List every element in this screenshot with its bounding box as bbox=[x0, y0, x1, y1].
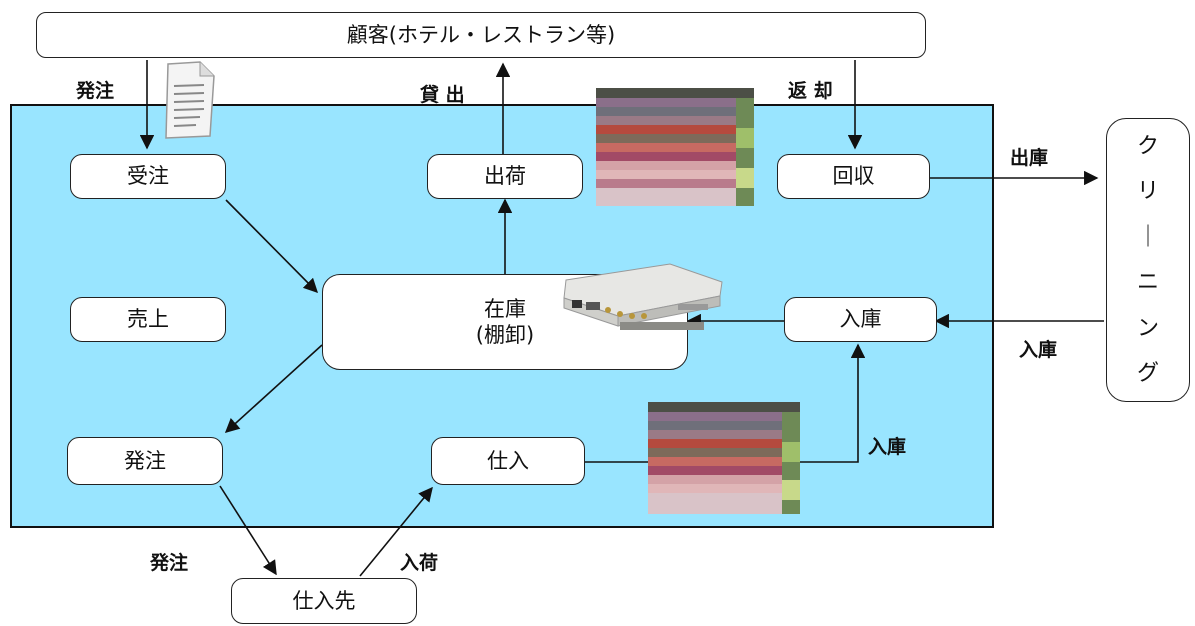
customer-box: 顧客(ホテル・レストラン等) bbox=[36, 12, 926, 58]
label-return: 返 却 bbox=[788, 80, 833, 102]
juchu-box: 受注 bbox=[70, 154, 226, 199]
label-nyuko-inner: 入庫 bbox=[868, 436, 907, 458]
arrow-juchu-to-zaiko bbox=[225, 199, 319, 294]
cleaning-box: クリ ｜ ニング bbox=[1106, 118, 1190, 402]
label-lend: 貸 出 bbox=[420, 84, 465, 106]
juchu-label: 受注 bbox=[127, 164, 169, 189]
folded-linen-photo-bottom bbox=[648, 402, 800, 514]
shukka-box: 出荷 bbox=[427, 154, 583, 199]
shiiresaki-label: 仕入先 bbox=[292, 588, 356, 613]
hatchu-box: 発注 bbox=[67, 437, 223, 485]
cleaning-char: ク bbox=[1136, 133, 1159, 159]
cleaning-label: クリ ｜ ニング bbox=[1137, 133, 1159, 388]
shiire-box: 仕入 bbox=[431, 437, 585, 485]
cleaning-char: グ bbox=[1136, 361, 1159, 386]
uriage-box: 売上 bbox=[70, 297, 226, 342]
label-order-top: 発注 bbox=[76, 80, 115, 102]
zaiko-label: 在庫 bbox=[484, 296, 526, 321]
kaishu-label: 回収 bbox=[832, 164, 875, 189]
cleaning-char: リ bbox=[1136, 179, 1159, 204]
rfid-reader-device bbox=[560, 262, 726, 332]
nyuko-label: 入庫 bbox=[839, 307, 882, 332]
uriage-label: 売上 bbox=[127, 307, 169, 332]
label-order-bottom: 発注 bbox=[150, 552, 189, 574]
label-arrival: 入荷 bbox=[400, 552, 439, 574]
folded-linen-photo-top bbox=[596, 88, 754, 206]
shiire-label: 仕入 bbox=[487, 448, 529, 473]
arrow-zaiko-to-hatchu bbox=[224, 344, 323, 433]
zaiko-sublabel: (棚卸) bbox=[475, 323, 535, 347]
arrow-hatchu-to-shiiresaki bbox=[219, 485, 277, 576]
cleaning-char: ｜ bbox=[1136, 224, 1159, 250]
cleaning-char: ニ bbox=[1136, 270, 1159, 295]
document-icon bbox=[160, 60, 218, 140]
hatchu-label: 発注 bbox=[124, 448, 166, 473]
shukka-label: 出荷 bbox=[484, 164, 526, 189]
cleaning-char: ン bbox=[1136, 315, 1159, 341]
label-shukko: 出庫 bbox=[1010, 147, 1049, 169]
customer-label: 顧客(ホテル・レストラン等) bbox=[346, 22, 616, 47]
kaishu-box: 回収 bbox=[777, 154, 930, 199]
arrow-shiiresaki-to-shiire bbox=[359, 486, 433, 577]
label-nyuko-right: 入庫 bbox=[1019, 339, 1058, 361]
shiiresaki-box: 仕入先 bbox=[231, 578, 417, 624]
nyuko-box: 入庫 bbox=[784, 297, 937, 342]
